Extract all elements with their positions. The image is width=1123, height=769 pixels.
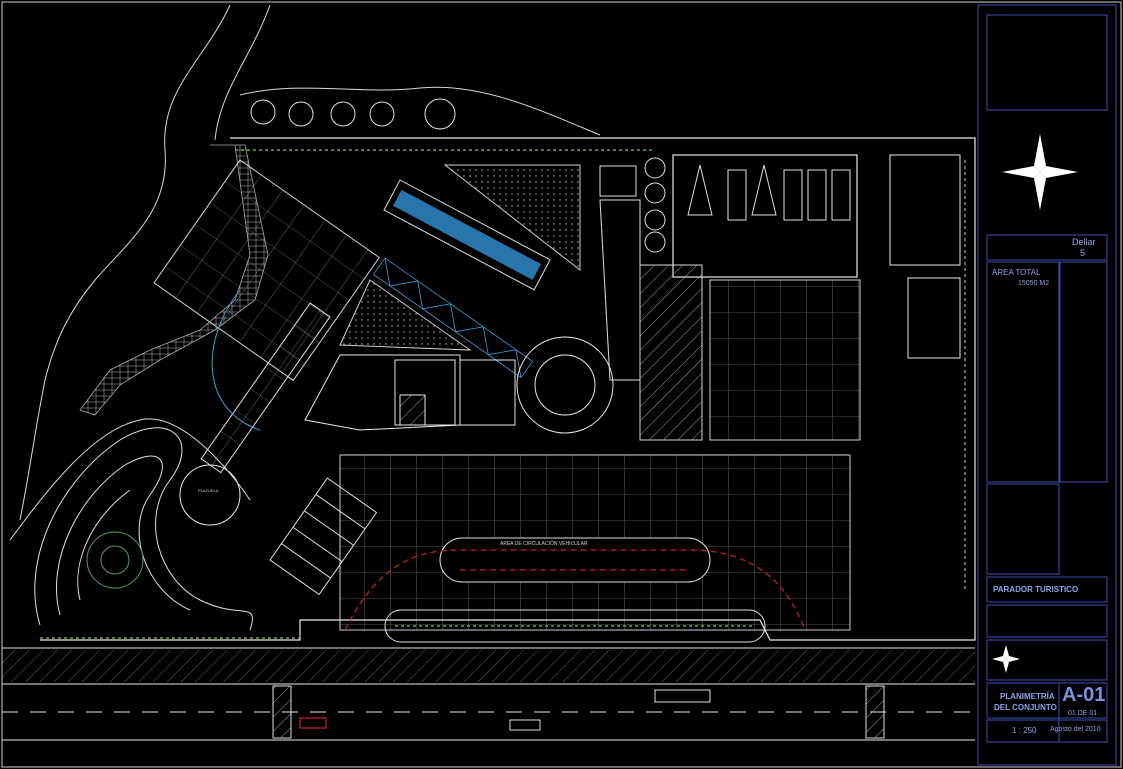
tb-sheet-title-2: DEL CONJUNTO (994, 703, 1057, 712)
lawn-mid (339, 279, 472, 351)
arc-path (211, 289, 261, 431)
vehicle-bays (687, 164, 851, 221)
tb-sheet-count: 01 DE 01 (1068, 710, 1098, 717)
main-building (304, 354, 516, 431)
restroom-block (907, 277, 961, 359)
round-restaurant (516, 336, 614, 434)
plazuela-circle (179, 464, 241, 526)
parking-grid (709, 279, 861, 441)
bus (299, 717, 327, 729)
tb-area-value: 15050 M2 (1018, 280, 1050, 287)
crosswalk-left (272, 685, 292, 739)
tb-delta-num: 5 (1080, 248, 1086, 258)
workshop-right (889, 154, 961, 266)
car (509, 719, 541, 731)
angled-parking (639, 264, 703, 441)
kiosks (250, 98, 456, 130)
shrubs (40, 149, 966, 639)
tb-project-name: PARADOR TURISTICO (993, 585, 1079, 594)
pergola (372, 257, 534, 379)
tb-delta-label: Dellar (1072, 237, 1096, 247)
tb-date: Agosto del 2010 (1050, 726, 1101, 733)
garden-paths (34, 427, 254, 631)
parking-stalls-left (269, 477, 378, 596)
vehicle-circulation (344, 537, 806, 631)
area-circulacion-label: AREA DE CIRCULACIÓN VEHICULAR (500, 540, 588, 547)
tb-sheet-title-1: PLANIMETRÍA (1000, 692, 1055, 701)
round-plaza-left (86, 531, 144, 589)
svg-text:PLAZUELA: PLAZUELA (198, 488, 219, 493)
food-court-block (383, 179, 551, 291)
garden-strip (384, 609, 766, 643)
truck (654, 689, 711, 703)
ramp (200, 302, 331, 474)
tb-area-label: AREA TOTAL (992, 268, 1041, 277)
highway (2, 647, 975, 741)
grid-plaza (153, 159, 380, 382)
north-arrow-small-icon (992, 645, 1020, 673)
north-arrow-icon (1002, 134, 1078, 210)
tb-scale: 1 : 250 (1012, 726, 1037, 735)
title-block (977, 4, 1117, 766)
lawn-top (443, 164, 581, 272)
tb-sheet-code: A-01 (1062, 684, 1106, 706)
service-station (672, 154, 858, 278)
crosswalk-right (865, 685, 885, 739)
